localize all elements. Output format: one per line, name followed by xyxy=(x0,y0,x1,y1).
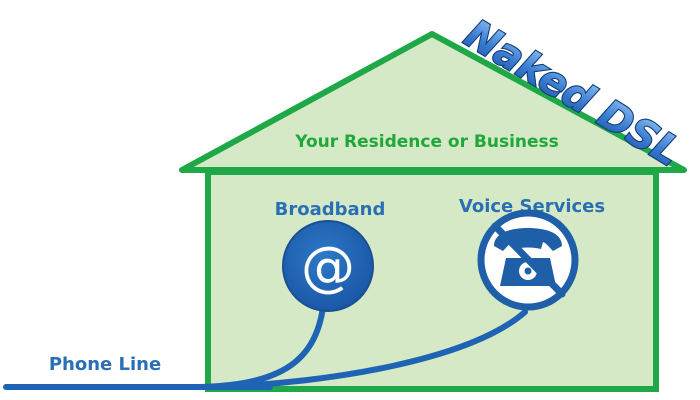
at-symbol: @ xyxy=(301,235,355,298)
voice-services-label: Voice Services xyxy=(459,196,605,217)
prohibit-slash xyxy=(491,222,566,298)
roof-label: Your Residence or Business xyxy=(294,132,559,152)
voice-wire xyxy=(212,309,528,390)
phone-line-label: Phone Line xyxy=(49,354,161,375)
phone-handset-icon xyxy=(494,228,562,251)
house-walls xyxy=(205,169,659,392)
broadband-label: Broadband xyxy=(275,199,386,220)
no-phone-icon xyxy=(477,209,579,311)
broadband-at-icon: @ xyxy=(282,220,374,312)
